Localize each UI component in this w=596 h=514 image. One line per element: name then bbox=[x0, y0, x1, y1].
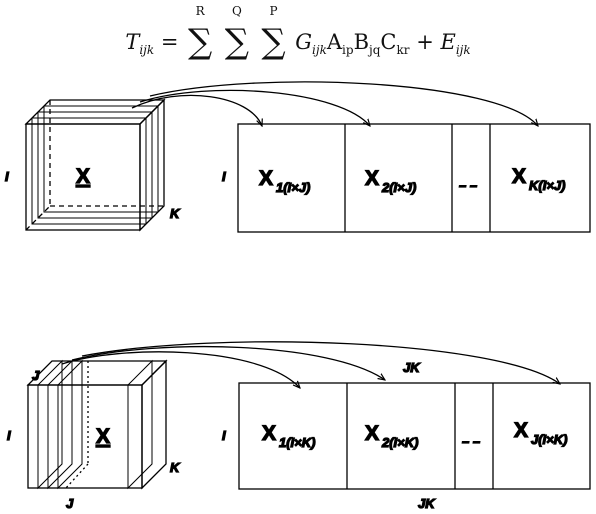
top-slice-2-main: X bbox=[365, 167, 379, 190]
bottom-slice-planes bbox=[37, 359, 153, 490]
core-symbol: G bbox=[295, 30, 313, 54]
sum-limit-r: R bbox=[195, 4, 205, 18]
top-slice-label-k: X K(I×J) bbox=[511, 164, 566, 193]
bottom-cube-dim-i: I bbox=[7, 428, 11, 443]
top-unfolded-matrix bbox=[237, 123, 591, 233]
bottom-arrows bbox=[61, 341, 560, 388]
bottom-cube-side-face bbox=[141, 359, 167, 490]
top-arrow-1 bbox=[131, 94, 262, 126]
error-subscript: ijk bbox=[455, 43, 471, 58]
bottom-matrix-width-label: JK bbox=[418, 496, 436, 511]
model-formula: Tijk = ∑R ∑Q ∑P GijkAipBjqCkr + Eijk bbox=[0, 0, 596, 62]
top-slice-k-main: X bbox=[512, 165, 526, 188]
bottom-slice-label-1: X 1(I×K) bbox=[261, 421, 316, 450]
top-slice-planes bbox=[31, 105, 159, 225]
a-subscript: ip bbox=[342, 43, 354, 58]
top-arrow-k bbox=[149, 81, 538, 126]
c-subscript: kr bbox=[396, 43, 410, 58]
top-slice-1-sub: 1(I×J) bbox=[276, 180, 310, 195]
bottom-matrix-dim-i: I bbox=[222, 428, 226, 443]
top-cube-hidden-edges bbox=[25, 100, 164, 231]
bottom-slice-2-sub: 2(I×K) bbox=[381, 435, 418, 450]
bottom-matrix-outline bbox=[238, 382, 591, 490]
lhs-subscript: ijk bbox=[139, 43, 155, 58]
equals-sign: = bbox=[160, 30, 179, 54]
bottom-slice-1-sub: 1(I×K) bbox=[279, 435, 315, 450]
sum-limit-q: Q bbox=[231, 4, 242, 18]
bottom-slice-1-main: X bbox=[262, 422, 276, 445]
bottom-arrow-j bbox=[81, 341, 560, 384]
top-cube-dim-i: I bbox=[5, 169, 9, 184]
bottom-cube-hidden-edges bbox=[65, 361, 89, 489]
top-ellipsis: – – bbox=[459, 178, 477, 193]
top-arrows bbox=[131, 81, 538, 126]
top-slice-label-2: X 2(I×J) bbox=[364, 166, 417, 195]
lhs-symbol: T bbox=[125, 30, 140, 54]
top-slice-label-1: X 1(I×J) bbox=[258, 166, 311, 195]
b-subscript: jq bbox=[369, 43, 381, 58]
tucker-equation: Tijk = ∑R ∑Q ∑P GijkAipBjqCkr + Eijk bbox=[0, 5, 596, 59]
bottom-cube bbox=[26, 359, 168, 490]
bottom-cube-dim-k: K bbox=[170, 460, 181, 475]
bottom-arrow-1 bbox=[61, 351, 300, 388]
bottom-cube-dim-j-top: J bbox=[32, 368, 40, 383]
bottom-arrow-2 bbox=[71, 345, 385, 380]
top-slice-k-sub: K(I×J) bbox=[529, 178, 565, 193]
top-matrix-dim-i: I bbox=[222, 169, 226, 184]
bottom-slice-j-sub: J(I×K) bbox=[531, 432, 567, 447]
top-cube-label: X bbox=[76, 165, 90, 188]
top-cube bbox=[24, 98, 166, 232]
bottom-arrow-label: JK bbox=[403, 360, 421, 375]
bottom-cube-dim-j-bottom: J bbox=[66, 496, 74, 511]
bottom-slice-2-main: X bbox=[365, 422, 379, 445]
core-subscript: ijk bbox=[312, 43, 327, 58]
bottom-slice-j-main: X bbox=[514, 419, 528, 442]
top-arrow-2 bbox=[139, 89, 370, 126]
error-symbol: E bbox=[440, 30, 456, 54]
bottom-cube-front bbox=[27, 384, 143, 489]
bottom-cube-label: X bbox=[96, 425, 110, 448]
top-slice-2-sub: 2(I×J) bbox=[381, 180, 416, 195]
plus-sign: + bbox=[416, 30, 434, 54]
top-cube-side-face bbox=[139, 98, 165, 232]
bottom-ellipsis: – – bbox=[462, 434, 480, 449]
b-symbol: B bbox=[353, 30, 369, 54]
bottom-slice-label-j: X J(I×K) bbox=[513, 418, 568, 447]
top-slice-1-main: X bbox=[259, 167, 273, 190]
bottom-unfolded-matrix bbox=[238, 382, 591, 490]
c-symbol: C bbox=[380, 30, 397, 54]
bottom-slice-label-2: X 2(I×K) bbox=[364, 421, 419, 450]
top-matrix-outline bbox=[237, 123, 591, 233]
top-cube-dim-k: K bbox=[170, 206, 181, 221]
sum-limit-p: P bbox=[269, 4, 278, 18]
a-symbol: A bbox=[326, 30, 343, 54]
